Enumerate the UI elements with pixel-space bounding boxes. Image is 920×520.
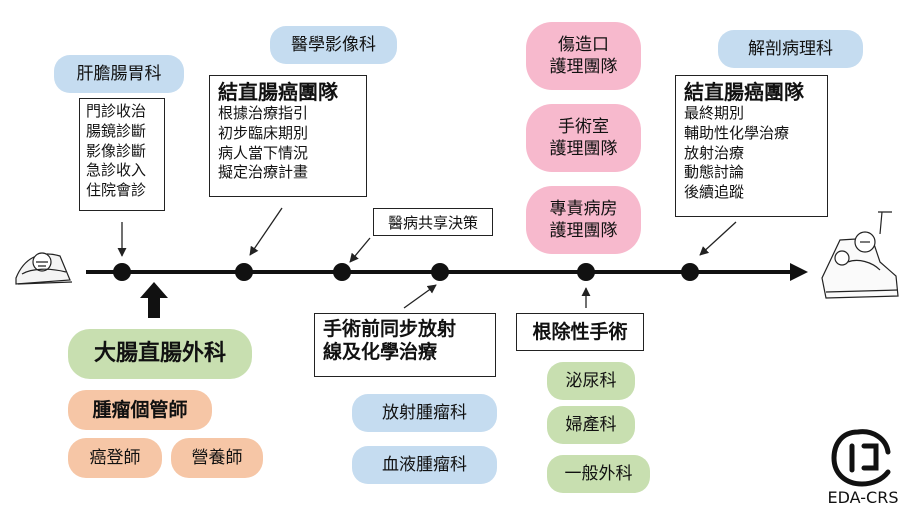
gi-box-item: 急診收入 [86,161,147,180]
hepato-gi-dept-label: 肝膽腸胃科 [54,55,184,93]
gi-box-item: 住院會診 [86,181,147,200]
dietitian-label: 營養師 [171,438,263,478]
general-surgery-dept-label: 一般外科 [547,455,650,493]
radical-surgery-box: 根除性手術 [516,313,644,351]
gi-intake-box: 門診收治 腸鏡診斷 影像診斷 急診收入 住院會診 [79,98,165,211]
connector-arrow [403,284,437,309]
patient-in-bed-icon [15,252,73,285]
timeline-node [113,263,131,281]
timeline-node [431,263,449,281]
timeline [86,263,808,281]
timeline-node [235,263,253,281]
crc-team-item: 最終期別 [684,104,745,122]
hematology-oncology-label: 血液腫瘤科 [352,446,497,484]
pathology-dept-label: 解剖病理科 [718,30,863,68]
crc-team-item: 放射治療 [684,143,745,162]
crc-team-box-final: 結直腸癌團隊 最終期別 輔助性化學治療 放射治療 動態討論 後續追蹤 [675,75,828,217]
connector-arrow [699,221,737,256]
urology-dept-label: 泌尿科 [547,362,635,400]
obgyn-dept-label: 婦產科 [547,406,635,444]
radiation-oncology-label: 放射腫瘤科 [352,394,497,432]
crc-team-item: 動態討論 [684,163,745,182]
stoma-nursing-team-label: 傷造口 護理團隊 [526,22,641,90]
crc-team-title: 結直腸癌團隊 [218,80,338,104]
shared-decision-box: 醫病共享決策 [373,208,493,236]
neoadjuvant-therapy-box: 手術前同步放射 線及化學治療 [314,313,496,377]
case-manager-label: 腫瘤個管師 [68,390,212,430]
or-nursing-team-label: 手術室 護理團隊 [526,104,641,172]
imaging-dept-label: 醫學影像科 [270,26,397,64]
eda-crs-logo-icon [831,429,891,487]
timeline-node [333,263,351,281]
crc-team-title: 結直腸癌團隊 [684,80,804,104]
crc-team-item: 擬定治療計畫 [218,163,309,182]
ward-nursing-team-label: 專責病房 護理團隊 [526,186,641,254]
connector-arrows [117,207,737,309]
eda-crs-logo-text: EDA-CRS [827,488,899,507]
gi-box-item: 門診收治 [86,102,147,120]
gi-box-item: 影像診斷 [86,141,147,160]
connector-arrow [249,207,283,256]
crc-team-item: 病人當下情況 [218,143,309,162]
timeline-node [577,263,595,281]
big-up-arrow [140,282,168,318]
timeline-arrowhead [790,263,808,281]
colorectal-surgery-dept-label: 大腸直腸外科 [68,329,252,379]
neoadjuvant-line: 手術前同步放射 [323,318,457,340]
crc-team-box-initial: 結直腸癌團隊 根據治療指引 初步臨床期別 病人當下情況 擬定治療計畫 [209,75,367,197]
recovering-patient-icon [821,211,899,299]
crc-team-item: 輔助性化學治療 [684,123,790,142]
neoadjuvant-line: 線及化學治療 [323,340,438,363]
crc-team-item: 後續追蹤 [684,183,745,202]
timeline-node [681,263,699,281]
gi-box-item: 腸鏡診斷 [86,121,147,140]
cancer-registrar-label: 癌登師 [68,438,162,478]
crc-team-item: 根據治療指引 [218,104,309,122]
crc-team-item: 初步臨床期別 [218,123,309,142]
connector-arrow [349,237,371,263]
